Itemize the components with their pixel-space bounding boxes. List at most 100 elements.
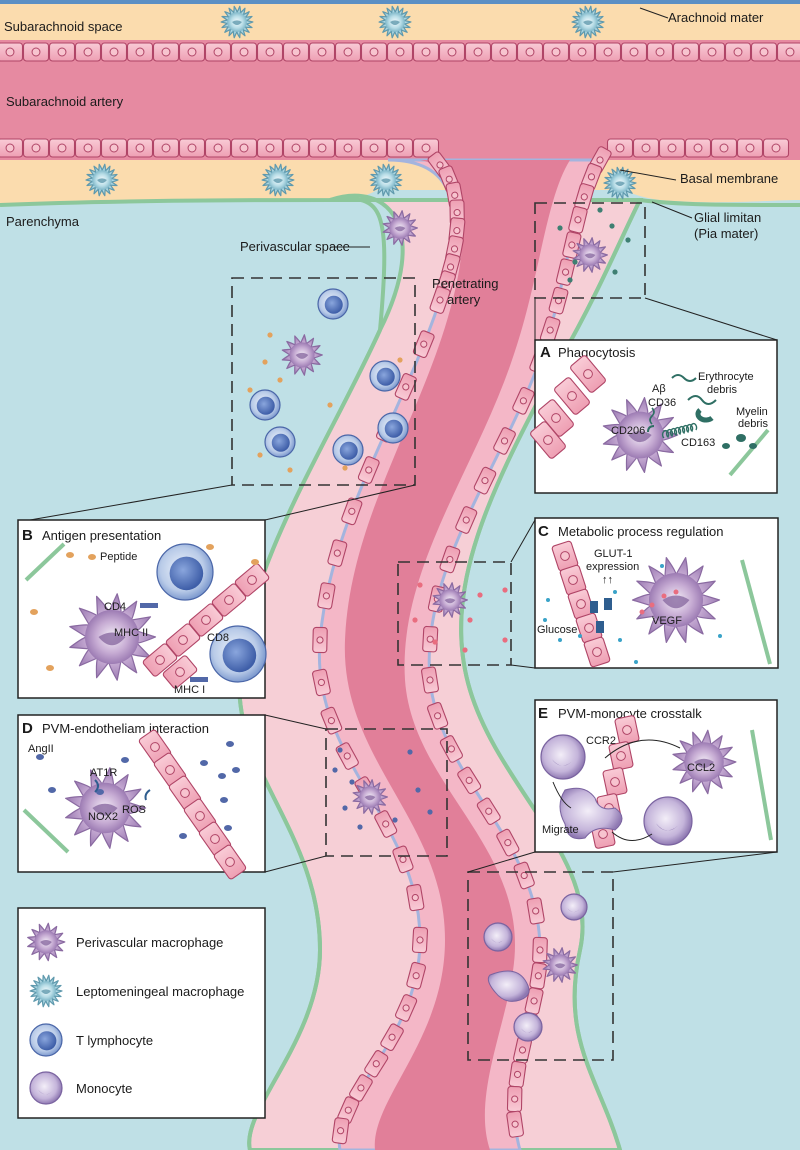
endothelial-cell (736, 138, 764, 158)
endothelial-cell (490, 42, 518, 62)
angii-particle (218, 773, 226, 779)
endothelial-cell (439, 735, 463, 763)
particle (332, 767, 338, 773)
vessel-cells (247, 207, 631, 1042)
mhc2-label: MHC II (114, 627, 148, 639)
particle (412, 617, 418, 623)
endothelial-cell (548, 286, 569, 315)
endothelial-cell (476, 797, 501, 825)
migrating-monocyte (487, 970, 530, 1002)
endothelial-cell (100, 138, 128, 158)
angii-particle (36, 754, 44, 760)
endothelial-cell (512, 386, 535, 415)
endothelial-cell (204, 138, 232, 158)
leptomeningeal-macrophage-icon (571, 5, 605, 39)
myelin-debris (749, 443, 757, 449)
endothelial-cell (493, 427, 516, 455)
panel-a-art (530, 355, 770, 477)
endothelial-cell (439, 545, 461, 574)
particle (277, 377, 283, 383)
particle (477, 592, 483, 598)
glucose-particle (618, 638, 622, 642)
particle (432, 639, 438, 645)
leptomeningeal-macrophage-icon (29, 974, 63, 1008)
endothelial-cell (620, 42, 648, 62)
endothelial-cell (204, 42, 232, 62)
panel-d-title: PVM-endotheliam interaction (42, 721, 209, 736)
ros-label: ROS (122, 804, 146, 816)
particle (327, 402, 333, 408)
legend-icons (27, 922, 66, 1105)
monocyte-icon (560, 893, 588, 921)
panel-b-title: Antigen presentation (42, 528, 161, 543)
t-lymphocyte-icon (317, 288, 349, 320)
pia-mater-label: (Pia mater) (694, 226, 758, 241)
cd206-label: CD206 (611, 425, 645, 437)
endothelial-cell (583, 636, 611, 668)
endothelial-cell (165, 623, 201, 657)
endothelial-cell (282, 42, 310, 62)
cd206-receptor (647, 425, 655, 433)
endothelial-cell (100, 42, 128, 62)
particle (392, 817, 398, 823)
endothelial-cell (74, 42, 102, 62)
particle (572, 259, 578, 265)
vegf-particle (673, 589, 679, 595)
particle (357, 824, 363, 830)
migrate-arrow-2 (611, 831, 653, 841)
metabolic-macrophage-icon (631, 557, 721, 643)
endothelial-cell (22, 138, 50, 158)
vegf-particle (661, 593, 667, 599)
particle (267, 332, 273, 338)
endothelial-cell (334, 138, 362, 158)
particle (415, 787, 421, 793)
monocyte-icon (540, 734, 586, 780)
glucose-particle (578, 634, 582, 638)
particle (462, 647, 468, 653)
panel-c-letter: C (538, 523, 549, 540)
endothelial-cell (658, 138, 686, 158)
ccl2-arrow (604, 739, 681, 759)
angii-particle (232, 767, 240, 773)
endothelial-cell (152, 42, 180, 62)
panel-b-letter: B (22, 527, 33, 544)
perivascular-macrophage-icon (27, 922, 66, 962)
glucose-particle (613, 590, 617, 594)
angii-particle (224, 825, 232, 831)
perivascular-macrophage-icon (432, 582, 468, 618)
glucose-label: Glucose (537, 624, 577, 636)
endothelial-cell (632, 138, 660, 158)
endothelial-cell (357, 456, 380, 484)
endothelial-cell (567, 588, 595, 620)
at1r-receptor (94, 779, 99, 793)
peptide-particle (46, 665, 54, 671)
leptomeningeal-macrophage-icon (378, 5, 412, 39)
particle (349, 779, 355, 785)
endothelial-cell (554, 377, 590, 415)
endothelial-cell (312, 668, 331, 697)
cd36-label: CD36 (648, 397, 676, 409)
endothelial-cell (331, 1117, 350, 1145)
endothelial-cell (162, 655, 198, 689)
glial-limitan-line (750, 729, 773, 841)
endothelial-cell (312, 626, 328, 654)
particle (502, 587, 508, 593)
cd8-mhc1-complex (190, 677, 208, 682)
endothelial-cell (188, 603, 224, 637)
endothelial-cell (308, 138, 336, 158)
myelin-label-2: debris (738, 418, 768, 430)
legend-label-3: Monocyte (76, 1081, 132, 1096)
particle (417, 582, 423, 588)
particle (427, 809, 433, 815)
glut1-transporter (596, 621, 604, 633)
leptomeningeal-macrophage-icon (261, 163, 295, 197)
endothelial-cell (608, 741, 634, 771)
endothelial-cell (551, 540, 579, 572)
endothelial-cell (230, 42, 258, 62)
endothelial-cell (380, 1023, 404, 1051)
antigen-presenting-macrophage-icon (69, 593, 157, 681)
endothelial-cell (426, 701, 449, 730)
panel-b: B Antigen presentation Peptide CD4 MHC I… (17, 519, 270, 699)
monocyte-icon (483, 922, 513, 952)
